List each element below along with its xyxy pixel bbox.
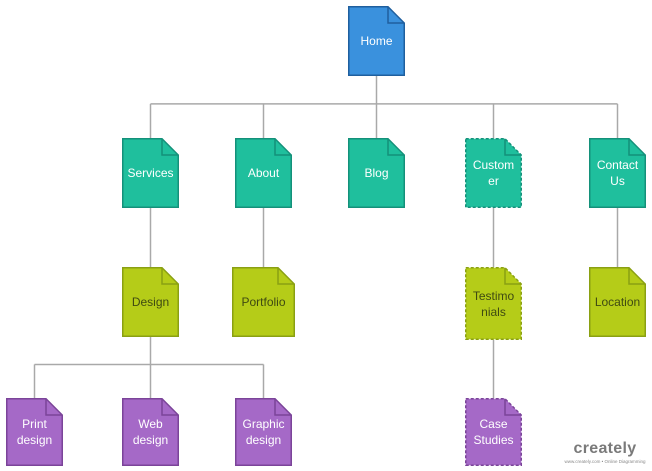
page-node-label: Web design	[132, 417, 169, 447]
page-node-label: About	[247, 166, 280, 180]
page-node-label: Print design	[16, 417, 53, 447]
page-shape	[465, 138, 522, 208]
page-node-portfolio[interactable]: Portfolio	[232, 267, 295, 337]
page-body	[589, 138, 646, 208]
page-shape	[589, 267, 646, 337]
page-fold-corner	[628, 138, 646, 156]
page-node-label: Custom er	[472, 158, 515, 188]
page-shape	[122, 398, 179, 466]
creately-tagline: www.creately.com • Online Diagramming	[564, 459, 646, 464]
page-fold-corner	[504, 398, 522, 416]
page-shape	[122, 267, 179, 337]
page-node-label: Home	[360, 34, 393, 48]
page-shape	[235, 398, 292, 466]
page-body	[235, 138, 292, 208]
page-fold-corner	[161, 398, 179, 416]
page-fold-corner	[274, 138, 292, 156]
page-shape	[465, 267, 522, 340]
page-node-case-studies[interactable]: Case Studies	[465, 398, 522, 466]
page-node-contact-us[interactable]: Contact Us	[589, 138, 646, 208]
page-shape	[348, 6, 405, 76]
page-node-label: Portfolio	[241, 295, 286, 309]
page-node-label: Testimo nials	[472, 288, 515, 319]
page-node-blog[interactable]: Blog	[348, 138, 405, 208]
page-node-location[interactable]: Location	[589, 267, 646, 337]
page-node-label: Design	[131, 295, 170, 309]
creately-watermark: creately www.creately.com • Online Diagr…	[560, 440, 650, 464]
page-shape	[465, 398, 522, 466]
page-fold-corner	[161, 267, 179, 285]
page-fold-corner	[274, 398, 292, 416]
page-fold-corner	[387, 138, 405, 156]
page-shape	[232, 267, 295, 337]
page-body	[232, 267, 295, 337]
page-node-home[interactable]: Home	[348, 6, 405, 76]
page-shape	[235, 138, 292, 208]
page-fold-corner	[161, 138, 179, 156]
page-body	[465, 138, 522, 208]
page-fold-corner	[45, 398, 63, 416]
page-node-customer[interactable]: Custom er	[465, 138, 522, 208]
page-fold-corner	[504, 138, 522, 156]
page-node-label: Case Studies	[473, 417, 514, 447]
page-body	[122, 267, 179, 337]
page-node-web-design[interactable]: Web design	[122, 398, 179, 466]
page-body	[348, 6, 405, 76]
page-shape	[589, 138, 646, 208]
page-shape	[122, 138, 179, 208]
page-node-graphic-design[interactable]: Graphic design	[235, 398, 292, 466]
page-shape	[348, 138, 405, 208]
page-body	[348, 138, 405, 208]
page-node-label: Location	[594, 295, 641, 309]
page-node-services[interactable]: Services	[122, 138, 179, 208]
creately-logo: creately	[573, 440, 637, 457]
page-fold-corner	[504, 267, 522, 285]
page-node-testimonials[interactable]: Testimo nials	[465, 267, 522, 340]
page-fold-corner	[277, 267, 295, 285]
page-node-label: Contact Us	[596, 158, 639, 188]
page-node-label: Services	[127, 166, 174, 180]
page-node-label: Graphic design	[242, 417, 285, 447]
page-body	[589, 267, 646, 337]
page-body	[122, 138, 179, 208]
page-node-design[interactable]: Design	[122, 267, 179, 337]
page-node-label: Blog	[364, 166, 389, 180]
page-node-print-design[interactable]: Print design	[6, 398, 63, 466]
page-body	[465, 267, 522, 340]
page-fold-corner	[628, 267, 646, 285]
page-node-about[interactable]: About	[235, 138, 292, 208]
page-fold-corner	[387, 6, 405, 24]
page-shape	[6, 398, 63, 466]
